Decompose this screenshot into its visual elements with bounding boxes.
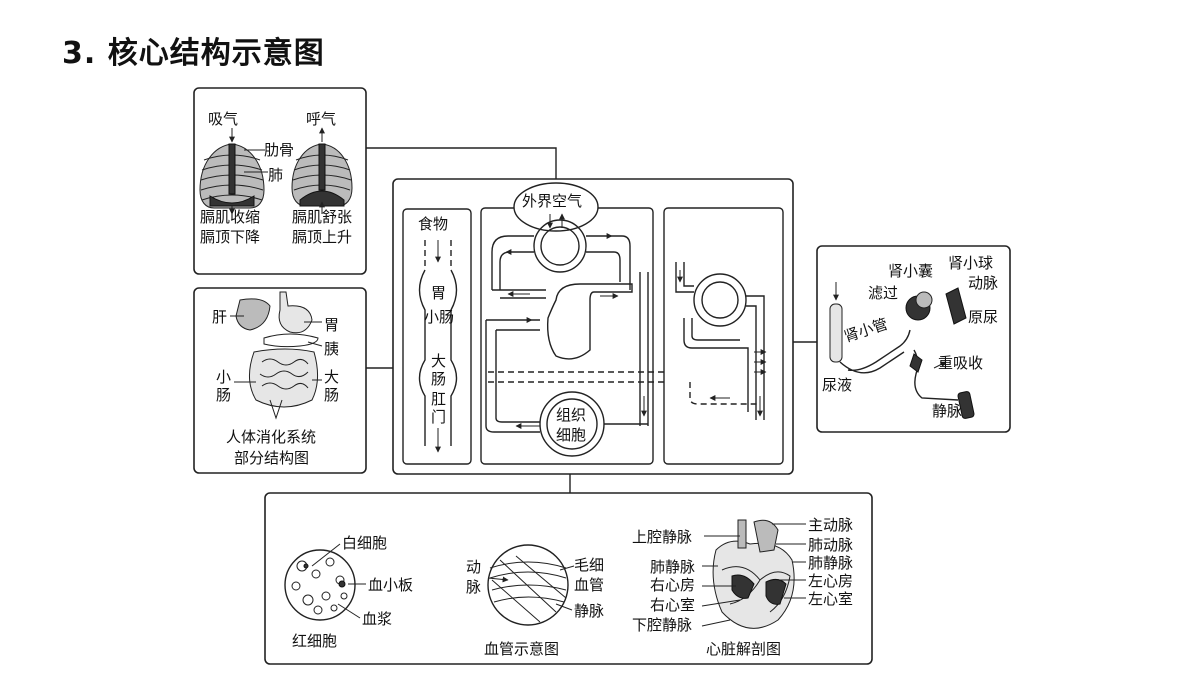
right-ventricle-label: 右心室 [650, 596, 695, 614]
small-intestine-label-1: 小 [216, 368, 231, 386]
rbc-label: 红细胞 [292, 632, 337, 650]
filtration-label: 滤过 [868, 284, 898, 302]
lung-label: 肺 [268, 166, 283, 184]
small-intestine-label-2: 肠 [216, 386, 231, 404]
primary-urine-label: 原尿 [968, 308, 998, 326]
exhale-desc-1: 膈肌舒张 [292, 208, 352, 226]
ivc-label: 下腔静脉 [632, 616, 692, 634]
nephron-column [663, 207, 784, 465]
vessel-diagram-icon [487, 544, 569, 626]
plasma-label: 血浆 [362, 610, 392, 628]
pancreas-label: 胰 [324, 340, 339, 358]
aorta-label: 主动脉 [808, 516, 853, 534]
pulm-vein-left-label: 肺静脉 [650, 558, 695, 576]
digestion-panel: 肝 胃 胰 小 肠 大 肠 人体消化系统 部分结构图 [193, 287, 367, 474]
tract-anus-label-2: 门 [431, 408, 446, 426]
vessel-artery-label-1: 动 [466, 558, 481, 576]
respiration-panel: 吸气 呼气 肋骨 肺 膈肌收缩 膈顶下降 膈肌舒张 膈顶上升 [193, 87, 367, 275]
blood-vessel-heart-panel: 白细胞 血小板 血浆 红细胞 动 脉 毛细 血管 静脉 血管示意图 上 [264, 492, 873, 665]
kidney-capsule-label: 肾小囊 [888, 262, 933, 280]
tract-anus-label-1: 肛 [431, 390, 446, 408]
panel-connectors [366, 147, 817, 493]
tract-large-intestine-label-2: 肠 [431, 370, 446, 388]
page-title: 3. 核心结构示意图 [62, 36, 325, 71]
inhale-label: 吸气 [208, 110, 238, 128]
circulation-overview-panel: 食物 胃 小肠 大 肠 肛 门 外界空气 [392, 178, 794, 475]
rib-cage-exhale-icon [291, 143, 353, 207]
svc-label: 上腔静脉 [632, 528, 692, 546]
capillary-label-2: 血管 [574, 576, 604, 594]
left-ventricle-label: 左心室 [808, 590, 853, 608]
capillary-label-1: 毛细 [574, 556, 604, 574]
liver-label: 肝 [212, 308, 227, 326]
outside-air-label: 外界空气 [522, 192, 582, 210]
blood-circulation-column: 外界空气 组织 细胞 [480, 182, 690, 465]
rib-cage-inhale-icon [199, 143, 265, 209]
platelet-label: 血小板 [368, 576, 413, 594]
right-atrium-label: 右心房 [650, 576, 695, 594]
heart-icon [712, 519, 795, 629]
digestion-caption-1: 人体消化系统 [226, 428, 316, 446]
kidney-panel: 尿液 肾小管 肾小囊 肾小球 滤过 动脉 原尿 重吸收 静脉 [816, 245, 1011, 433]
blood-smear-icon [284, 549, 356, 621]
pulm-artery-label: 肺动脉 [808, 536, 853, 554]
tract-food-label: 食物 [418, 215, 448, 233]
digestive-tract-column: 食物 胃 小肠 大 肠 肛 门 [402, 208, 472, 465]
digestion-caption-2: 部分结构图 [234, 449, 309, 467]
artery-label: 动脉 [968, 274, 998, 292]
wbc-label: 白细胞 [342, 534, 387, 552]
exhale-desc-2: 膈顶上升 [292, 228, 352, 246]
large-intestine-label-1: 大 [324, 368, 339, 386]
digestive-organs-icon [235, 291, 319, 420]
vein-label: 静脉 [932, 402, 962, 420]
tract-stomach-label: 胃 [431, 284, 446, 302]
stomach-label: 胃 [324, 316, 339, 334]
vessel-artery-label-2: 脉 [466, 578, 481, 596]
large-intestine-label-2: 肠 [324, 386, 339, 404]
exhale-label: 呼气 [306, 110, 336, 128]
vessel-vein-label: 静脉 [574, 602, 604, 620]
tract-small-intestine-label: 小肠 [424, 308, 454, 326]
inhale-desc-2: 膈顶下降 [200, 228, 260, 246]
vessel-caption: 血管示意图 [484, 640, 559, 658]
glomerulus-label: 肾小球 [948, 254, 993, 272]
tissue-cell-label-1: 组织 [556, 406, 586, 424]
tissue-cell-label-2: 细胞 [556, 426, 586, 444]
pulm-vein-right-label: 肺静脉 [808, 554, 853, 572]
left-atrium-label: 左心房 [808, 572, 853, 590]
reabsorption-label: 重吸收 [938, 354, 983, 372]
inhale-desc-1: 膈肌收缩 [200, 208, 260, 226]
glomerulus-icon [905, 291, 933, 321]
tract-large-intestine-label-1: 大 [431, 352, 446, 370]
urine-label: 尿液 [822, 376, 852, 394]
rib-label: 肋骨 [264, 141, 294, 159]
heart-caption: 心脏解剖图 [706, 640, 781, 658]
